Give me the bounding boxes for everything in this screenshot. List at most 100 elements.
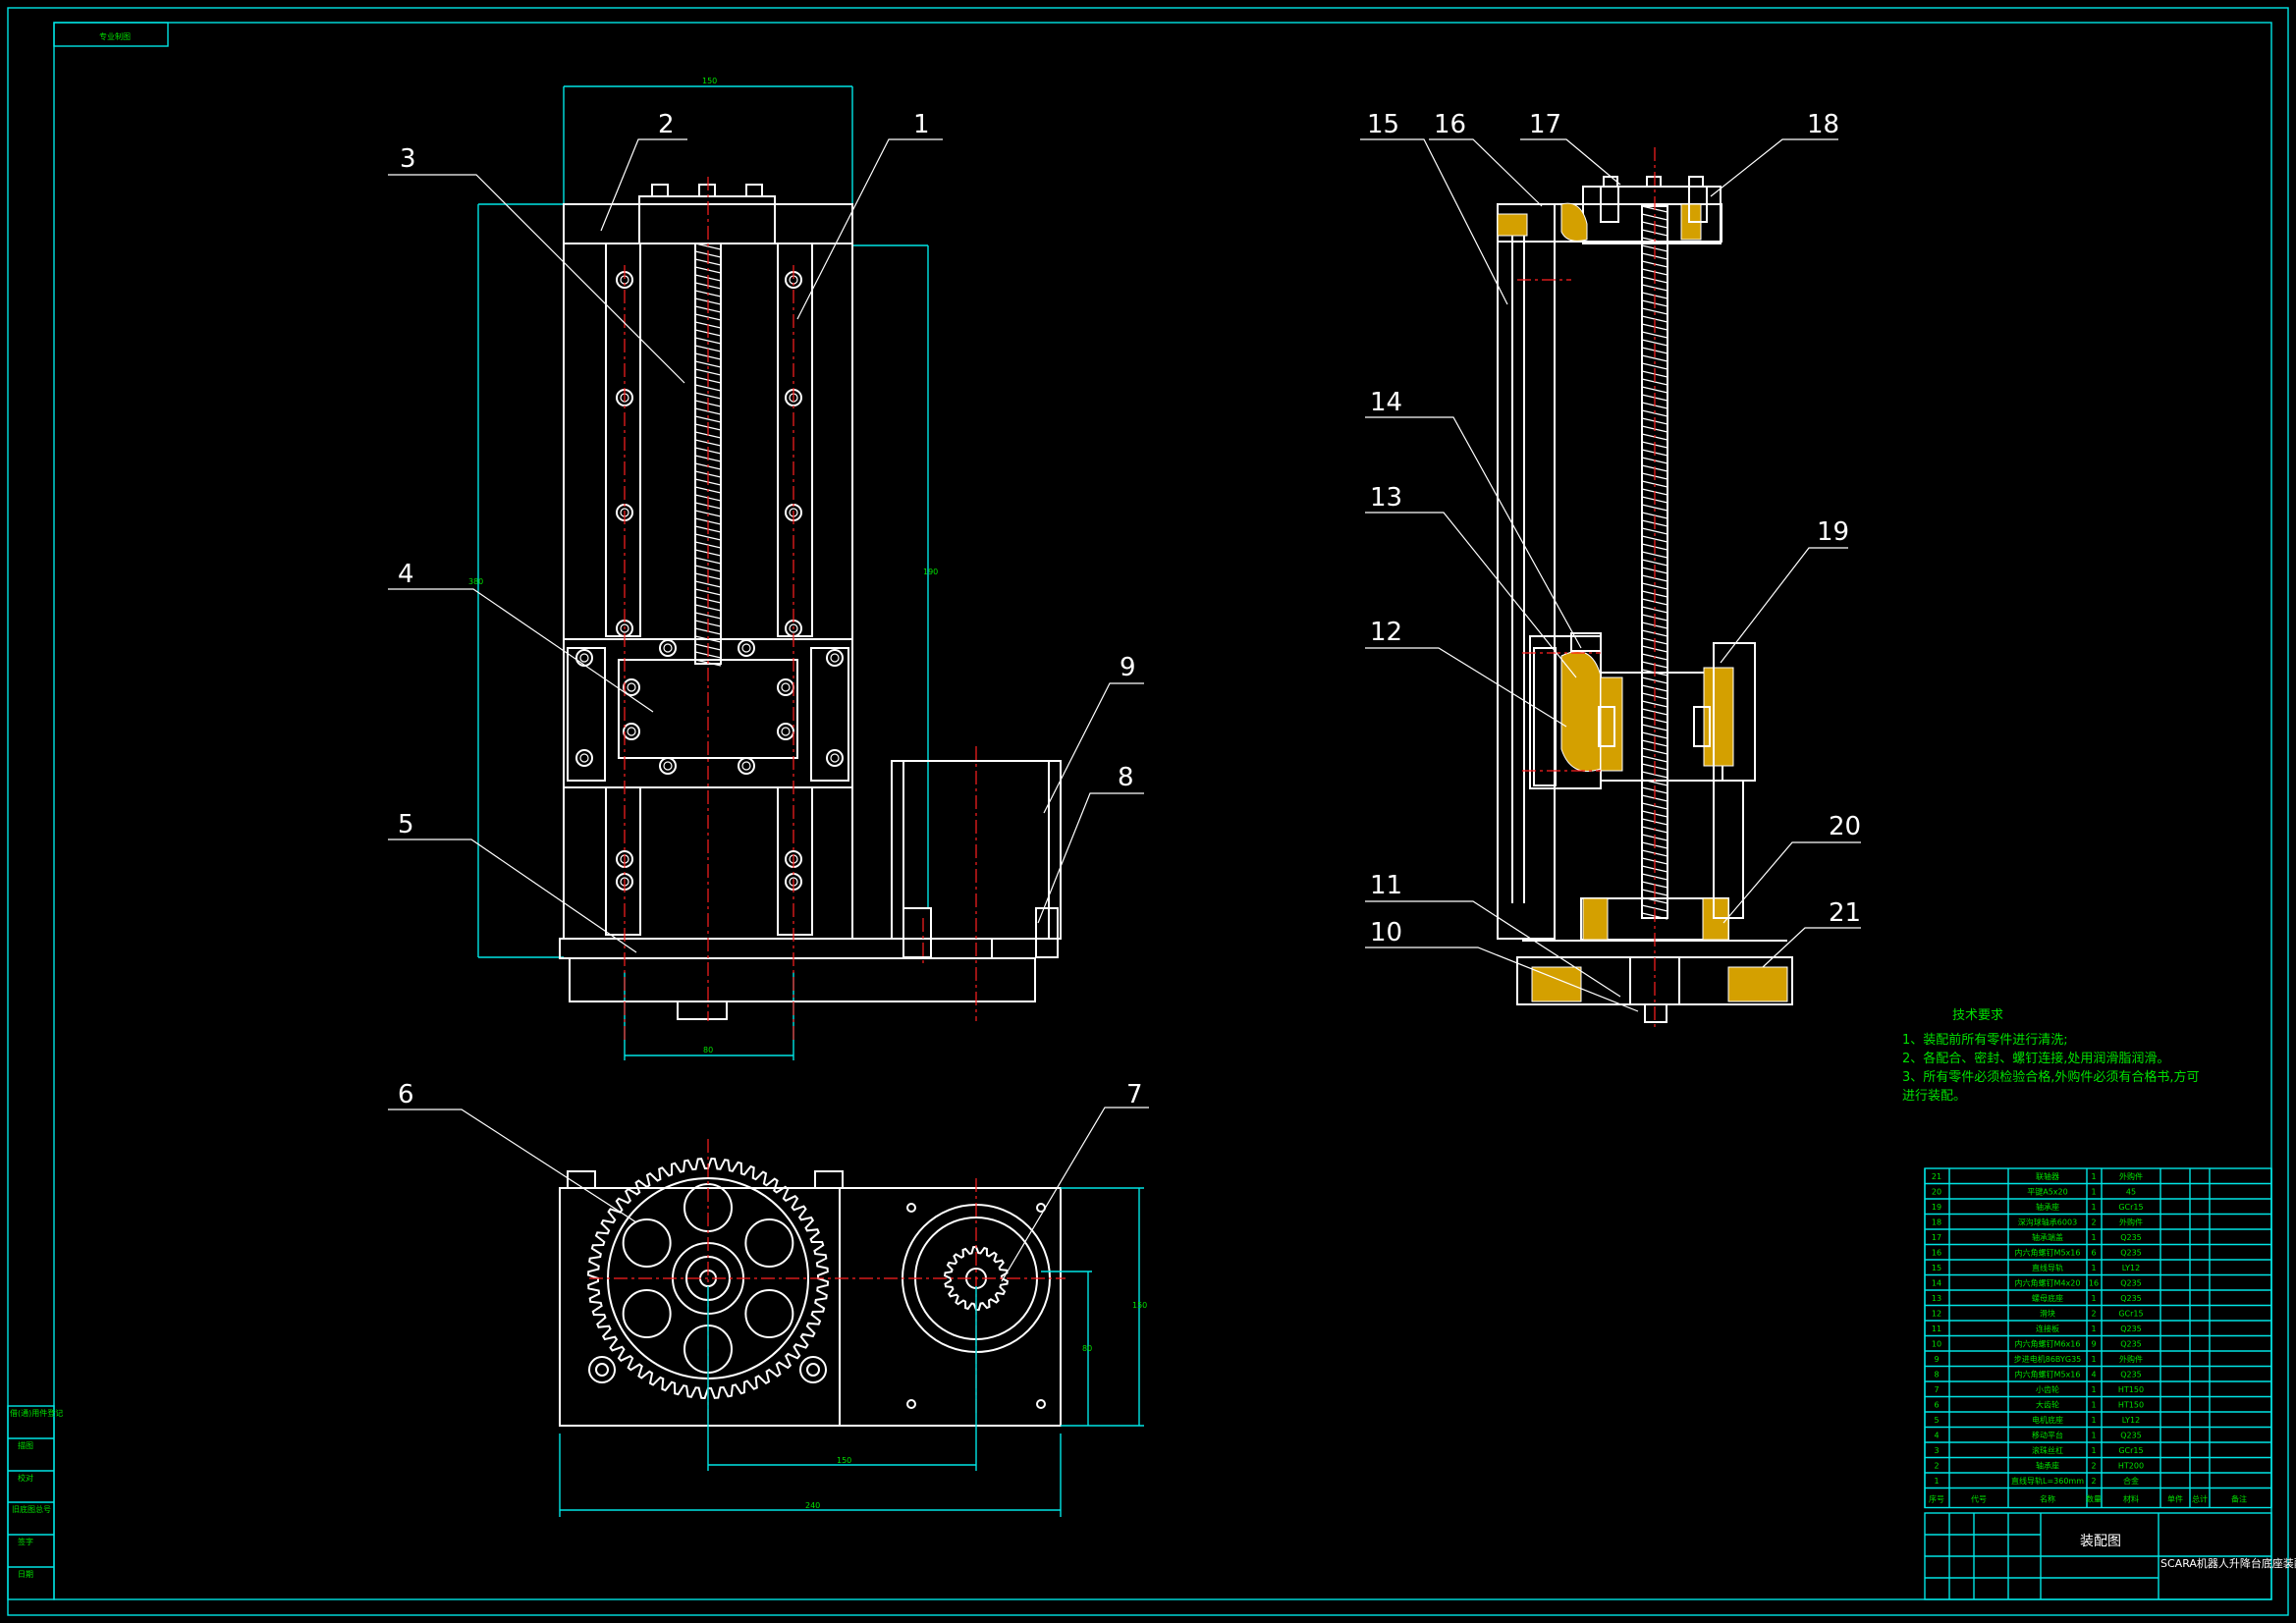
bom-cell: 移动平台 [2032, 1431, 2063, 1440]
bom-cell: 1 [2091, 1401, 2096, 1410]
bom-cell: 10 [1932, 1340, 1941, 1349]
bom-header-cell: 备注 [2231, 1494, 2247, 1504]
bom-header-cell: 单件 [2167, 1494, 2183, 1504]
stamp-box [53, 22, 169, 47]
bolt-hole [738, 639, 755, 657]
lightening-hole [622, 1218, 672, 1268]
bom-cell: Q235 [2120, 1325, 2142, 1333]
bom-cell: 4 [2091, 1371, 2096, 1380]
bom-cell: 20 [1932, 1188, 1941, 1197]
drawing-name: SCARA机器人升降台底座装配图 [2160, 1556, 2296, 1570]
bom-header-cell: 代号 [1971, 1494, 1987, 1504]
bom-cell: 13 [1932, 1294, 1941, 1303]
bom-cell: 45 [2126, 1188, 2136, 1197]
svg-text:380: 380 [468, 577, 483, 586]
top-view: 240 150 150 80 [559, 1139, 1147, 1517]
bom-cell: 1 [2091, 1446, 2096, 1455]
bolt-hole [623, 678, 640, 696]
bom-header-cell: 总计 [2192, 1494, 2208, 1504]
bom-cell: 14 [1932, 1279, 1941, 1288]
svg-text:旧底图总号: 旧底图总号 [12, 1504, 51, 1514]
bom-cell: 2 [2091, 1218, 2096, 1227]
bom-cell: 15 [1932, 1264, 1941, 1272]
svg-text:190: 190 [923, 568, 938, 576]
bom-cell: 外购件 [2119, 1171, 2143, 1181]
bom-cell: 6 [1934, 1401, 1939, 1410]
bom-cell: 内六角螺钉M5x16 [2015, 1370, 2081, 1380]
bom-cell: 12 [1932, 1310, 1941, 1319]
bolt-hole [623, 723, 640, 740]
bom-cell: 小齿轮 [2036, 1384, 2059, 1394]
title-block: 装配图 SCARA机器人升降台底座装配图 [1924, 1512, 2296, 1600]
part-label-17: 17 [1529, 110, 1561, 139]
svg-text:日期: 日期 [18, 1570, 33, 1579]
bom-header-cell: 材料 [2123, 1494, 2139, 1504]
part-label-14: 14 [1370, 388, 1402, 417]
svg-text:2、各配合、密封、螺钉连接,处用润滑脂润滑。: 2、各配合、密封、螺钉连接,处用润滑脂润滑。 [1902, 1051, 2169, 1066]
bom-cell: 1 [1934, 1477, 1939, 1486]
bom-cell: 9 [1934, 1355, 1939, 1364]
part-label-7: 7 [1126, 1080, 1143, 1109]
bom-cell: 1 [2091, 1203, 2096, 1212]
bolt-hole [777, 678, 794, 696]
part-label-3: 3 [400, 144, 416, 174]
bom-cell: GCr15 [2118, 1203, 2143, 1212]
bom-cell: 轴承端盖 [2032, 1232, 2063, 1242]
side-table: 借(通)用件登记 描图 校对 旧底图总号 签字 日期 [7, 1405, 63, 1600]
bom-header-cell: 序号 [1929, 1494, 1944, 1504]
bom-cell: 1 [2091, 1355, 2096, 1364]
bom-cell: 1 [2091, 1432, 2096, 1440]
bom-cell: 1 [2091, 1294, 2096, 1303]
bom-cell: 17 [1932, 1233, 1941, 1242]
part-label-18: 18 [1807, 110, 1839, 139]
bom-cell: Q235 [2120, 1432, 2142, 1440]
bom-cell: HT150 [2118, 1385, 2144, 1394]
inner-frame [53, 22, 2272, 1600]
bom-header-cell: 数量 [2086, 1494, 2102, 1504]
bom-cell: LY12 [2122, 1416, 2140, 1425]
bom-cell: 11 [1932, 1325, 1941, 1333]
bom-cell: 2 [1934, 1462, 1939, 1471]
bom-cell: 1 [2091, 1385, 2096, 1394]
svg-text:150: 150 [837, 1456, 851, 1465]
bom-cell: Q235 [2120, 1249, 2142, 1258]
part-label-1: 1 [913, 110, 930, 139]
bom-cell: 滚珠丝杠 [2032, 1445, 2063, 1455]
bom-cell: 滑块 [2040, 1309, 2055, 1319]
bom-cell: 1 [2091, 1233, 2096, 1242]
part-label-2: 2 [658, 110, 675, 139]
technical-notes: 技术要求 1、装配前所有零件进行清洗; 2、各配合、密封、螺钉连接,处用润滑脂润… [1902, 1008, 2200, 1104]
bom-cell: 1 [2091, 1188, 2096, 1197]
part-label-4: 4 [398, 560, 414, 589]
bom-cell: 轴承座 [2036, 1461, 2059, 1471]
bom-cell: 内六角螺钉M6x16 [2015, 1339, 2081, 1349]
bom-cell: Q235 [2120, 1340, 2142, 1349]
svg-text:150: 150 [702, 77, 717, 85]
bolt-hole [575, 749, 593, 767]
bom-cell: 9 [2091, 1340, 2096, 1349]
bom-cell: 7 [1934, 1385, 1939, 1394]
bom-cell: 连接板 [2036, 1324, 2059, 1333]
bom-cell: HT200 [2118, 1462, 2144, 1471]
bom-cell: 1 [2091, 1264, 2096, 1272]
bom-cell: Q235 [2120, 1294, 2142, 1303]
notes-title: 技术要求 [1952, 1008, 2003, 1023]
bom-cell: 21 [1932, 1172, 1941, 1181]
bom-cell: 3 [1934, 1446, 1939, 1455]
part-label-21: 21 [1829, 898, 1861, 928]
part-label-16: 16 [1434, 110, 1466, 139]
bom-cell: 合金 [2123, 1476, 2139, 1486]
drawing-type: 装配图 [2080, 1534, 2121, 1549]
front-view: 150 380 190 80 [468, 77, 1062, 1060]
part-label-5: 5 [398, 810, 414, 839]
section-view [1497, 147, 1793, 1031]
part-label-15: 15 [1367, 110, 1399, 139]
bom-cell: 16 [1932, 1249, 1941, 1258]
bolt-hole [575, 649, 593, 667]
bolt-hole [738, 757, 755, 775]
svg-text:3、所有零件必须检验合格,外购件必须有合格书,方可: 3、所有零件必须检验合格,外购件必须有合格书,方可 [1902, 1069, 2200, 1085]
stamp-text: 专业制图 [99, 31, 131, 41]
bom-cell: GCr15 [2118, 1446, 2143, 1455]
